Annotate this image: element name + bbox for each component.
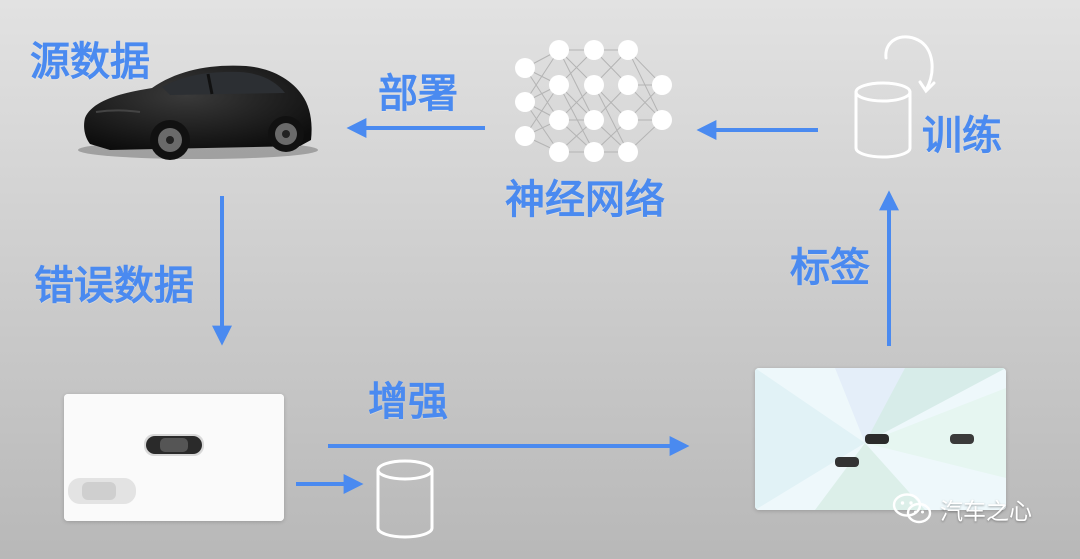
- deploy-label: 部署: [378, 71, 458, 117]
- watermark-text: 汽车之心: [940, 499, 1032, 525]
- error-data-scene-image: [64, 394, 284, 521]
- database-cylinder-icon: [854, 81, 912, 159]
- top-view-car-icon: [144, 434, 204, 456]
- watermark: 汽车之心: [892, 492, 1032, 526]
- train-label: 训练: [922, 113, 1002, 159]
- top-view-car-icon: [950, 434, 974, 444]
- wechat-icon: [892, 493, 932, 524]
- top-view-car-icon: [68, 478, 136, 504]
- error-data-label: 错误数据: [34, 263, 194, 309]
- augment-label: 增强: [368, 379, 448, 425]
- top-view-car-icon: [865, 434, 889, 444]
- suv-car-icon: [78, 65, 318, 160]
- labeling-scene-image: [755, 368, 1006, 510]
- loop-arrow-icon: [884, 35, 936, 94]
- label-label: 标签: [790, 245, 870, 291]
- database-cylinder-icon: [376, 459, 434, 539]
- source-data-label: 源数据: [30, 39, 150, 85]
- top-view-car-icon: [835, 457, 859, 467]
- neural-network-label: 神经网络: [505, 177, 665, 223]
- neural-network-icon: [515, 40, 672, 162]
